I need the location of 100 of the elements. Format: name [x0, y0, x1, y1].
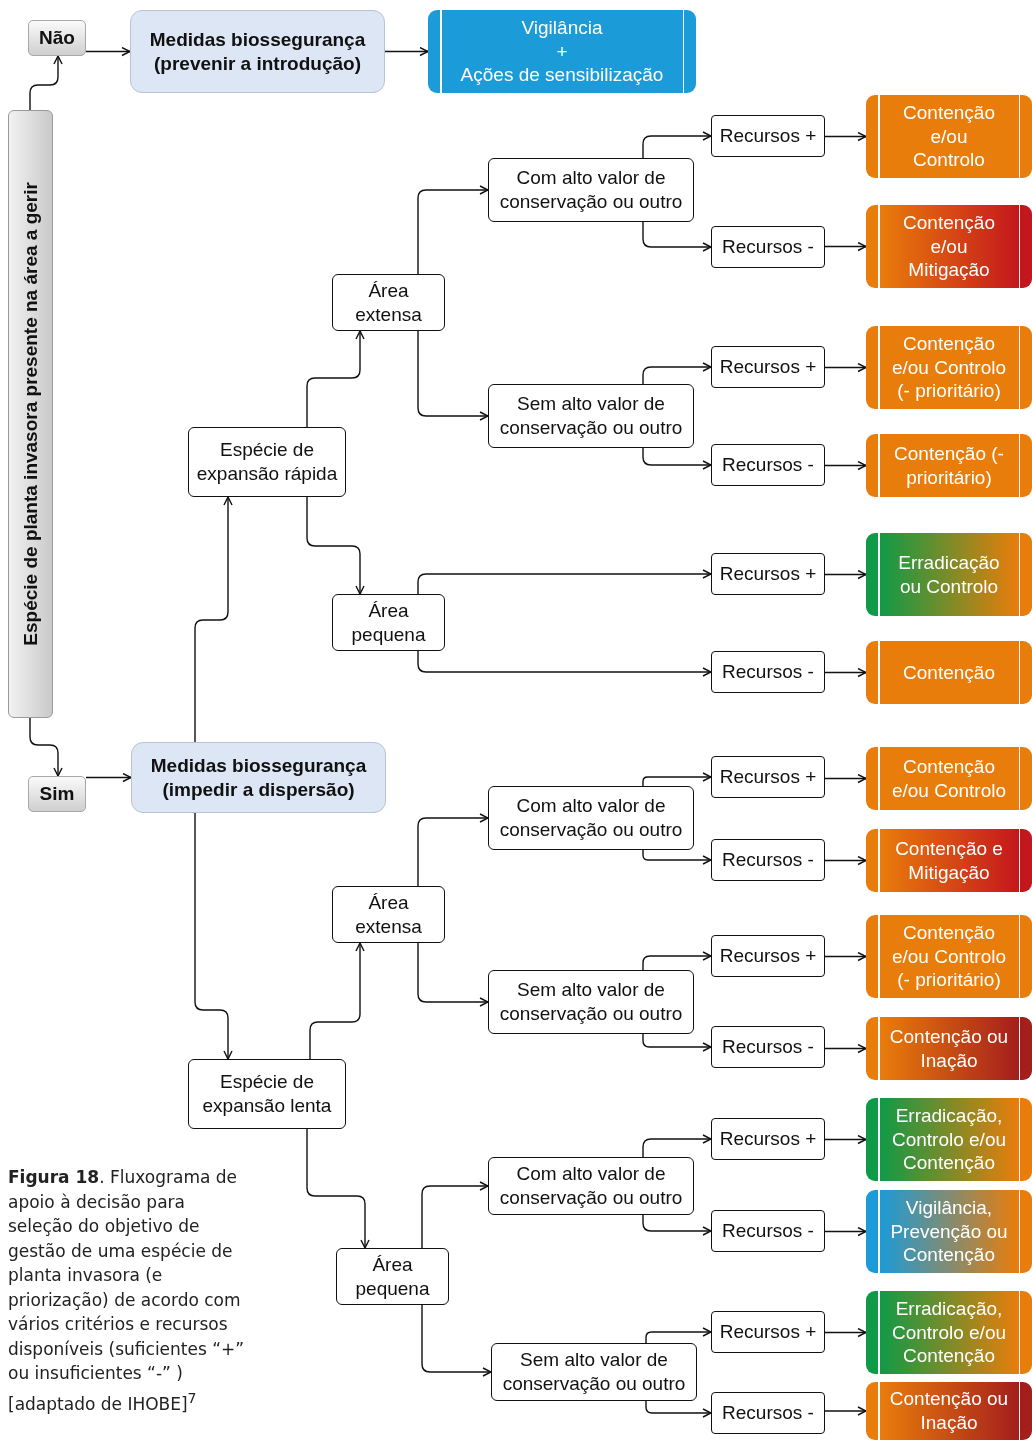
- arrow: [421, 1304, 492, 1377]
- arrow: [824, 1226, 867, 1237]
- outcome-box: [866, 533, 1032, 616]
- arrow: [824, 667, 867, 678]
- node-text: Contenção e/ou Controlo: [890, 754, 1008, 803]
- answer-box: [28, 20, 86, 56]
- decision-box: [332, 594, 445, 651]
- answer-box: [28, 776, 86, 812]
- node-text: Contenção ou Inação: [888, 1387, 1010, 1435]
- arrow: [824, 569, 867, 580]
- arrow: [194, 496, 233, 743]
- arrow: [306, 1128, 370, 1249]
- resources-box: [711, 1026, 825, 1068]
- outcome-box: [866, 1190, 1032, 1273]
- arrow: [85, 46, 131, 57]
- node-text: Contenção e/ou Mitigação: [902, 210, 996, 283]
- figure-caption: Figura 18. Fluxograma de apoio à decisão para seleção do objetivo de gestão de uma espécie de planta invasora (e priorização) de acordo com vários critérios e recursos disponíveis (suficientes “+” ou insuficientes “-” ) [adaptado de IHOBE]$^{7}$: [8, 1166, 246, 1416]
- node-text: Com alto valor de conservação ou outro: [498, 166, 684, 214]
- node-text: Contenção (- prioritário): [893, 441, 1005, 490]
- outcome-box: [866, 434, 1032, 497]
- outcome-box: [866, 915, 1032, 998]
- node-text: Área pequena: [354, 1252, 431, 1301]
- node-text: Recursos +: [719, 562, 817, 586]
- outcome-box: [866, 641, 1032, 704]
- node-text: Recursos +: [719, 944, 817, 968]
- resources-box: [711, 1210, 825, 1252]
- node-text: Recursos -: [722, 1219, 814, 1243]
- resources-box: [711, 1311, 825, 1353]
- resources-box: [711, 115, 825, 157]
- outcome-box: [866, 1098, 1032, 1181]
- question-box: [8, 110, 53, 718]
- resources-box: [711, 346, 825, 388]
- resources-box: [711, 935, 825, 977]
- decision-box: [488, 970, 694, 1034]
- arrow: [85, 772, 132, 783]
- node-text: Medidas biossegurança (impedir a dispersão): [149, 753, 368, 802]
- decision-box: [488, 158, 694, 222]
- arrow: [645, 1327, 712, 1344]
- decision-box: [491, 1343, 697, 1401]
- arrow: [642, 1033, 712, 1052]
- arrow: [824, 1134, 867, 1145]
- node-text: Recursos +: [719, 1127, 817, 1151]
- node-text: Medidas biossegurança (prevenir a introdução): [148, 27, 367, 76]
- outcome-box: [428, 10, 696, 93]
- arrow: [824, 1043, 867, 1054]
- arrow: [417, 330, 489, 421]
- outcome-box: [866, 326, 1032, 409]
- node-text: Com alto valor de conservação ou outro: [498, 1162, 684, 1210]
- node-text: +: [556, 39, 568, 64]
- resources-box: [711, 553, 825, 595]
- node-text: Recursos -: [722, 1035, 814, 1059]
- node-text: Recursos -: [722, 235, 814, 259]
- node-text: Recursos -: [722, 1401, 814, 1425]
- arrow: [421, 1181, 489, 1249]
- decision-box: [188, 427, 346, 497]
- outcome-box: [866, 1382, 1032, 1440]
- resources-box: [711, 651, 825, 693]
- node-text: Sem alto valor de conservação ou outro: [501, 1348, 687, 1396]
- node-text: Vigilância: [521, 15, 603, 40]
- arrow: [417, 942, 489, 1007]
- measure-box: [130, 10, 385, 93]
- arrow: [824, 855, 867, 866]
- node-text: Erradicação, Controlo e/ou Contenção: [890, 1103, 1008, 1176]
- measure-box: [131, 742, 386, 813]
- node-text: Ações de sensibilização: [460, 63, 664, 88]
- arrow: [645, 1400, 712, 1418]
- arrow: [29, 55, 63, 111]
- node-text: Espécie de expansão lenta: [201, 1070, 333, 1118]
- resources-box: [711, 839, 825, 881]
- node-text: Contenção ou Inação: [888, 1024, 1010, 1073]
- node-text: Não: [39, 26, 75, 50]
- arrow: [306, 330, 365, 428]
- decision-box: [488, 384, 694, 448]
- arrow: [384, 46, 429, 57]
- arrow: [824, 460, 867, 471]
- node-text: Contenção e/ou Controlo: [902, 100, 996, 173]
- node-text: Espécie de expansão rápida: [195, 438, 339, 486]
- arrow: [824, 773, 867, 784]
- resources-box: [711, 1118, 825, 1160]
- node-text: Erradicação ou Controlo: [897, 550, 1001, 599]
- node-text: Sem alto valor de conservação ou outro: [498, 392, 684, 440]
- resources-box: [711, 226, 825, 268]
- node-text: Recursos -: [722, 660, 814, 684]
- node-text: Espécie de planta invasora presente na área a gerir: [18, 182, 42, 646]
- arrow: [642, 131, 712, 159]
- decision-box: [188, 1059, 346, 1129]
- arrow: [824, 241, 867, 252]
- node-text: Recursos +: [719, 765, 817, 789]
- arrow: [642, 772, 712, 787]
- node-text: Contenção e/ou Controlo (- prioritário): [890, 331, 1008, 404]
- arrow: [417, 569, 712, 595]
- node-text: Recursos +: [719, 1320, 817, 1344]
- node-text: Contenção e Mitigação: [894, 836, 1004, 885]
- resources-box: [711, 1392, 825, 1434]
- node-text: Com alto valor de conservação ou outro: [498, 794, 684, 842]
- resources-box: [711, 444, 825, 486]
- node-text: Erradicação, Controlo e/ou Contenção: [890, 1296, 1008, 1369]
- arrow: [824, 951, 867, 962]
- node-text: Sim: [39, 782, 75, 806]
- node-text: Área extensa: [354, 890, 423, 939]
